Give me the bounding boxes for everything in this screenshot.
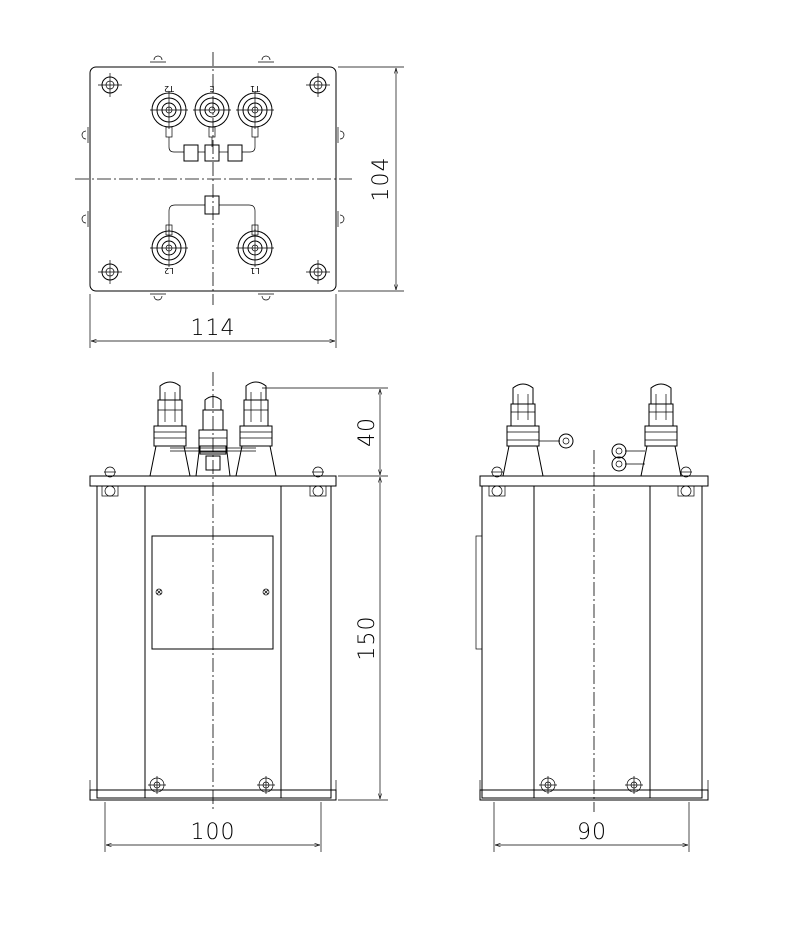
terminal-label-e: E [209, 84, 214, 93]
nameplate [151, 535, 274, 650]
mounting-hole-icon [98, 73, 122, 97]
bushing-icon [236, 229, 274, 267]
top-view: T2 E T1 [75, 52, 404, 348]
mounting-hole-icon [306, 260, 330, 284]
dim-label-40: 40 [355, 417, 380, 447]
top-wiring [165, 126, 259, 162]
dimension-terminal-height: 40 [262, 387, 388, 477]
terminal-label-t2: T2 [164, 84, 175, 93]
plate-bolt-icon [104, 466, 324, 478]
terminal-label-l2: L2 [164, 266, 174, 275]
dim-label-150: 150 [355, 616, 380, 661]
screw-icon [155, 588, 163, 596]
bushing-icon [193, 92, 231, 128]
dimension-side-width: 90 [493, 802, 690, 852]
bushing-icon [150, 91, 188, 129]
bottom-wiring [165, 195, 259, 236]
terminal-label-t1: T1 [250, 84, 261, 93]
screw-icon [262, 588, 270, 596]
side-bushing-right [611, 383, 682, 477]
dim-label-114: 114 [191, 316, 236, 341]
front-bushing-left [149, 381, 191, 477]
front-bushing-right [235, 381, 277, 477]
foot-hole-icon [625, 776, 643, 794]
foot-hole-icon [539, 776, 557, 794]
foot-hole-icon [257, 776, 275, 794]
front-view: 40 150 100 [89, 372, 388, 852]
dimension-top-depth: 104 [338, 66, 404, 292]
bushing-icon [150, 229, 188, 267]
edge-screw-marks [81, 55, 345, 301]
front-bushing-center [195, 396, 231, 477]
dim-label-90: 90 [577, 820, 607, 845]
side-bushing-left [502, 383, 574, 477]
foot-hole-icon [148, 776, 166, 794]
dim-label-100: 100 [191, 820, 236, 845]
dimension-body-height: 150 [338, 477, 388, 801]
bushing-icon [236, 91, 274, 129]
dimension-top-width: 114 [89, 294, 337, 348]
terminal-label-l1: L1 [250, 266, 260, 275]
mounting-hole-icon [98, 260, 122, 284]
mounting-hole-icon [306, 73, 330, 97]
dim-label-104: 104 [369, 157, 394, 202]
dimension-front-width: 100 [104, 802, 322, 852]
side-view: 90 [475, 383, 709, 852]
